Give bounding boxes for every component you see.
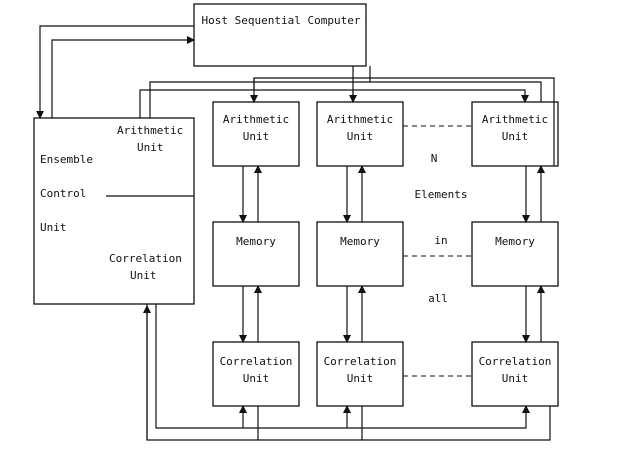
arithmetic-unit-label-2: Arithmetic <box>327 113 393 126</box>
ensemble-label: Ensemble <box>40 153 93 166</box>
correlation-unit-label-3: Correlation <box>479 355 552 368</box>
host-to-control-link <box>36 25 194 119</box>
annotation-n: N <box>431 152 438 165</box>
bus-link-col1 <box>253 77 353 90</box>
ensemble-correlation-unit-label: Unit <box>130 269 157 282</box>
ensemble-control-box <box>33 117 195 305</box>
arithmetic-unit-sublabel-1: Unit <box>243 130 270 143</box>
host-computer-box <box>193 3 367 67</box>
host-arith-right-link <box>370 81 542 102</box>
memory-box-3 <box>471 221 559 287</box>
memory-label-2: Memory <box>340 235 380 248</box>
control-to-host-link <box>51 36 195 118</box>
annotation-all: all <box>428 292 448 305</box>
arithmetic-unit-sublabel-3: Unit <box>502 130 529 143</box>
arithmetic-unit-box-2 <box>316 101 404 167</box>
correlation-unit-sublabel-2: Unit <box>347 372 374 385</box>
correlation-unit-box-2 <box>316 341 404 407</box>
arithmetic-unit-sublabel-2: Unit <box>347 130 374 143</box>
host-computer-label: Host Sequential Computer <box>202 14 361 27</box>
correlation-unit-box-3 <box>471 341 559 407</box>
ensemble-arithmetic-label: Arithmetic <box>117 124 183 137</box>
memory-label-3: Memory <box>495 235 535 248</box>
arithmetic-unit-label-1: Arithmetic <box>223 113 289 126</box>
annotation-elements: Elements <box>415 188 468 201</box>
correlation-unit-sublabel-1: Unit <box>243 372 270 385</box>
correlation-unit-label-1: Correlation <box>220 355 293 368</box>
host-arith-bus <box>352 66 555 166</box>
unit-label: Unit <box>40 221 67 234</box>
control-arith-bus <box>139 89 529 118</box>
control-host-link-right <box>149 66 371 118</box>
memory-label-1: Memory <box>236 235 276 248</box>
ensemble-arithmetic-unit-label: Unit <box>137 141 164 154</box>
corr-feed-bus <box>155 304 530 429</box>
correlation-unit-sublabel-3: Unit <box>502 372 529 385</box>
arithmetic-unit-label-3: Arithmetic <box>482 113 548 126</box>
control-label: Control <box>40 187 86 200</box>
memory-box-2 <box>316 221 404 287</box>
correlation-unit-label-2: Correlation <box>324 355 397 368</box>
ensemble-correlation-label: Correlation <box>109 252 182 265</box>
correlation-unit-box-1 <box>212 341 300 407</box>
memory-box-1 <box>212 221 300 287</box>
arithmetic-unit-box-3 <box>471 101 559 167</box>
annotation-in: in <box>434 234 447 247</box>
arithmetic-unit-box-1 <box>212 101 300 167</box>
